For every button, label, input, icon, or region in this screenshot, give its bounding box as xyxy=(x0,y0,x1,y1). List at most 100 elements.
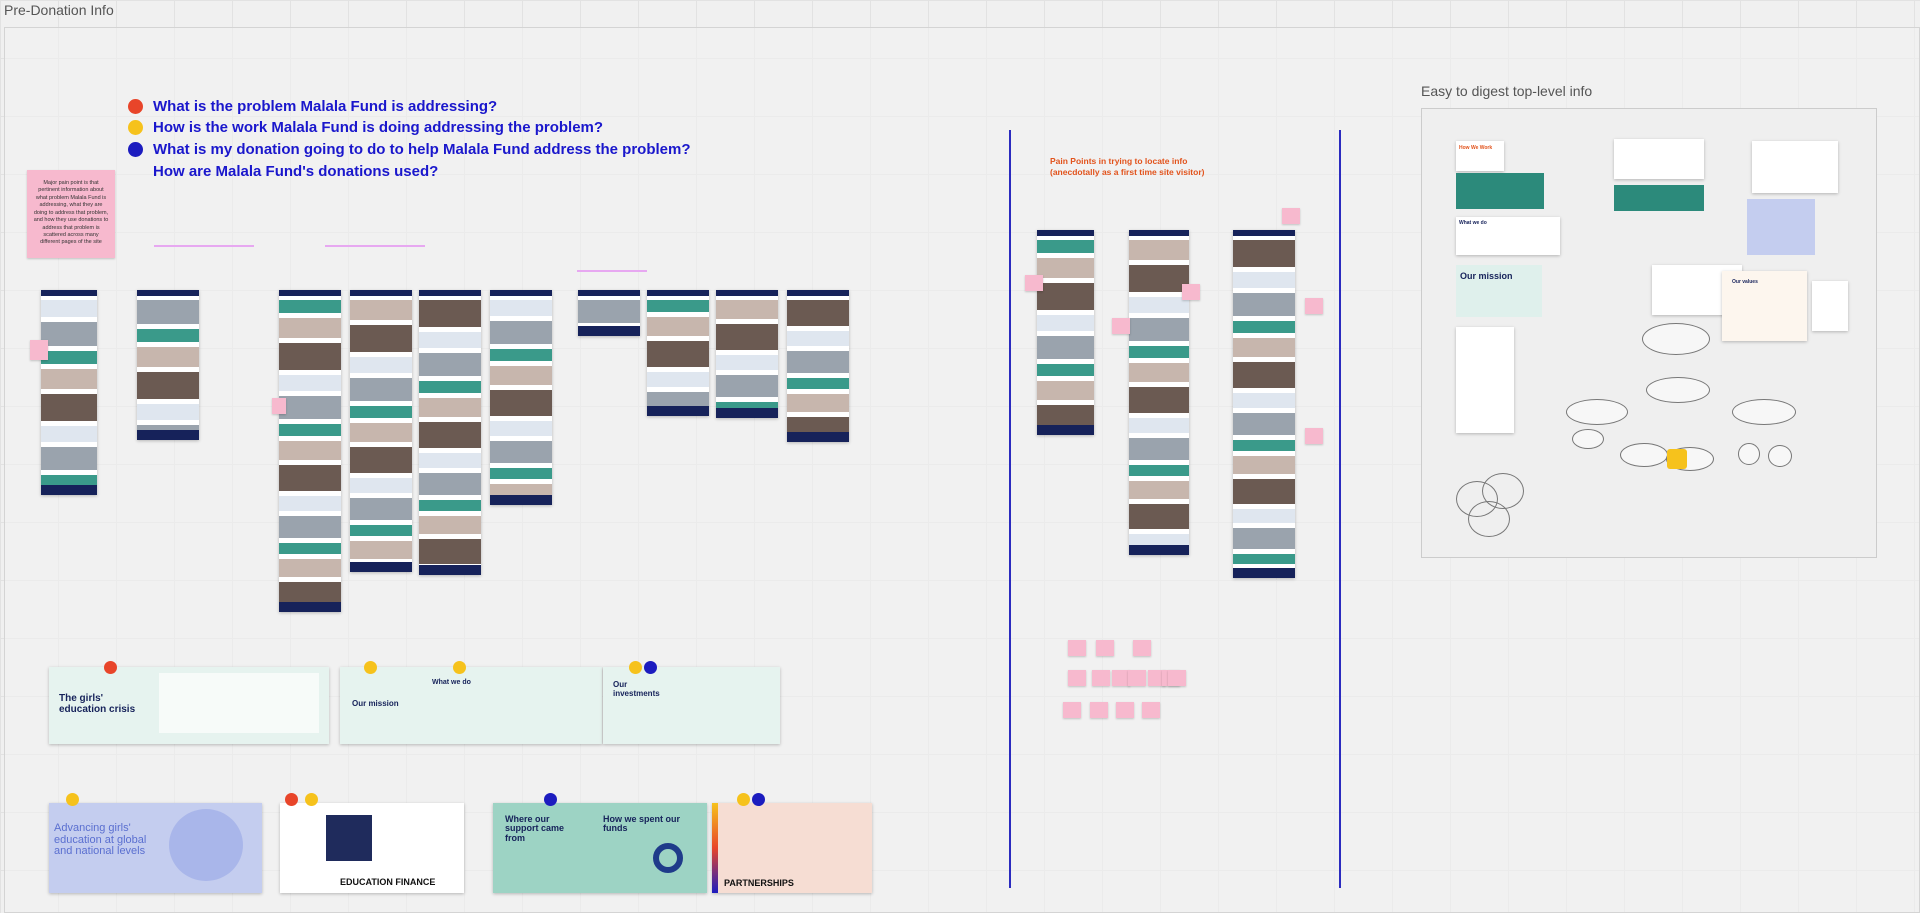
page-section xyxy=(137,404,199,420)
mini-sticky[interactable] xyxy=(1305,428,1323,444)
page-section xyxy=(279,496,341,511)
mini-sticky[interactable] xyxy=(1068,670,1086,686)
mini-sticky[interactable] xyxy=(1068,640,1086,656)
mini-sticky[interactable] xyxy=(1092,670,1110,686)
mini-sticky[interactable] xyxy=(1090,702,1108,718)
page-screenshot[interactable] xyxy=(419,290,481,575)
page-section xyxy=(279,602,341,612)
mini-sticky[interactable] xyxy=(1182,284,1200,300)
mini-sticky[interactable] xyxy=(1116,702,1134,718)
slide-funding[interactable]: Where our support came from How we spent… xyxy=(493,803,707,893)
mini-sticky[interactable] xyxy=(1128,670,1146,686)
page-thumbnail xyxy=(1456,327,1514,433)
mind-map-node[interactable] xyxy=(1566,399,1628,425)
page-section xyxy=(137,425,199,430)
mini-sticky[interactable] xyxy=(1168,670,1186,686)
page-section xyxy=(350,300,412,320)
mind-map-node[interactable] xyxy=(1646,377,1710,403)
mind-map-node[interactable] xyxy=(1738,443,1760,465)
teal-card xyxy=(1614,185,1704,211)
mini-sticky[interactable] xyxy=(1063,702,1081,718)
page-screenshot[interactable] xyxy=(41,290,97,495)
page-section xyxy=(419,290,481,296)
yellow-dot-icon xyxy=(453,661,466,674)
slide-education-crisis[interactable]: The girls' education crisis xyxy=(49,667,329,744)
page-section xyxy=(1233,362,1295,388)
question-text: How is the work Malala Fund is doing add… xyxy=(153,118,604,136)
page-section xyxy=(41,394,97,421)
blue-dot-icon xyxy=(544,793,557,806)
slide-content xyxy=(159,673,319,733)
mind-map-root[interactable] xyxy=(1642,323,1710,355)
sticky-note-pain-point[interactable]: Major pain point is that pertinent infor… xyxy=(27,170,115,258)
page-screenshot[interactable] xyxy=(279,290,341,612)
yellow-dot-icon xyxy=(737,793,750,806)
page-section xyxy=(279,441,341,460)
mini-sticky[interactable] xyxy=(1282,208,1300,224)
page-screenshot[interactable] xyxy=(716,290,778,418)
page-section xyxy=(787,394,849,412)
mind-map-node[interactable] xyxy=(1732,399,1796,425)
photo-card xyxy=(1752,141,1838,193)
mini-sticky[interactable] xyxy=(1025,275,1043,291)
mini-sticky[interactable] xyxy=(30,340,48,360)
annotation-tag xyxy=(154,245,254,247)
mini-sticky[interactable] xyxy=(1133,640,1151,656)
mind-map-node[interactable] xyxy=(1620,443,1668,467)
page-section xyxy=(419,473,481,495)
page-screenshot[interactable] xyxy=(787,290,849,442)
mind-map-node[interactable] xyxy=(1572,429,1604,449)
slide-education-finance[interactable]: EDUCATION FINANCE xyxy=(280,803,464,893)
page-section xyxy=(787,290,849,296)
page-section xyxy=(419,332,481,348)
page-section xyxy=(490,441,552,463)
mini-sticky[interactable] xyxy=(1112,670,1130,686)
page-screenshot[interactable] xyxy=(1233,230,1295,578)
page-screenshot[interactable] xyxy=(1129,230,1189,555)
slide-investments[interactable]: Our investments xyxy=(603,667,780,744)
slide-partnerships[interactable]: PARTNERSHIPS xyxy=(712,803,872,893)
blue-dot-icon xyxy=(644,661,657,674)
mini-sticky[interactable] xyxy=(272,398,286,414)
mind-map-node[interactable] xyxy=(1768,445,1792,467)
how-we-work-label: How We Work xyxy=(1459,145,1493,151)
page-section xyxy=(647,406,709,416)
page-screenshot[interactable] xyxy=(1037,230,1094,435)
page-section xyxy=(419,422,481,448)
page-section xyxy=(1129,545,1189,555)
slide-title: PARTNERSHIPS xyxy=(724,878,794,888)
what-we-do-card: What we do xyxy=(1456,217,1560,255)
slide-advancing[interactable]: Advancing girls' education at global and… xyxy=(49,803,262,893)
page-section xyxy=(419,398,481,417)
page-section xyxy=(1233,440,1295,451)
mini-sticky[interactable] xyxy=(1096,640,1114,656)
page-section xyxy=(578,326,640,336)
frame-title[interactable]: Pre-Donation Info xyxy=(4,2,114,18)
page-section xyxy=(1233,240,1295,267)
page-screenshot[interactable] xyxy=(350,290,412,572)
slide-our-mission[interactable]: Our mission What we do xyxy=(340,667,602,744)
easy-info-title[interactable]: Easy to digest top-level info xyxy=(1421,83,1593,99)
page-section xyxy=(578,300,640,323)
page-section xyxy=(350,325,412,352)
slide-title: Our investments xyxy=(613,680,660,698)
page-section xyxy=(716,355,778,370)
page-screenshot[interactable] xyxy=(578,290,640,336)
yellow-dot-icon xyxy=(629,661,642,674)
page-screenshot[interactable] xyxy=(490,290,552,505)
mini-sticky[interactable] xyxy=(1148,670,1166,686)
page-screenshot[interactable] xyxy=(647,290,709,416)
comment-icon[interactable] xyxy=(1667,449,1687,469)
divider-line xyxy=(1009,130,1011,888)
mini-sticky[interactable] xyxy=(1305,298,1323,314)
mini-sticky[interactable] xyxy=(1142,702,1160,718)
page-section xyxy=(279,375,341,391)
how-we-work-card: How We Work xyxy=(1456,141,1504,171)
mini-sticky[interactable] xyxy=(1112,318,1130,334)
page-section xyxy=(137,300,199,324)
page-section xyxy=(490,468,552,479)
page-section xyxy=(490,421,552,436)
annotation-tag xyxy=(577,270,647,272)
page-section xyxy=(647,341,709,367)
page-screenshot[interactable] xyxy=(137,290,199,440)
